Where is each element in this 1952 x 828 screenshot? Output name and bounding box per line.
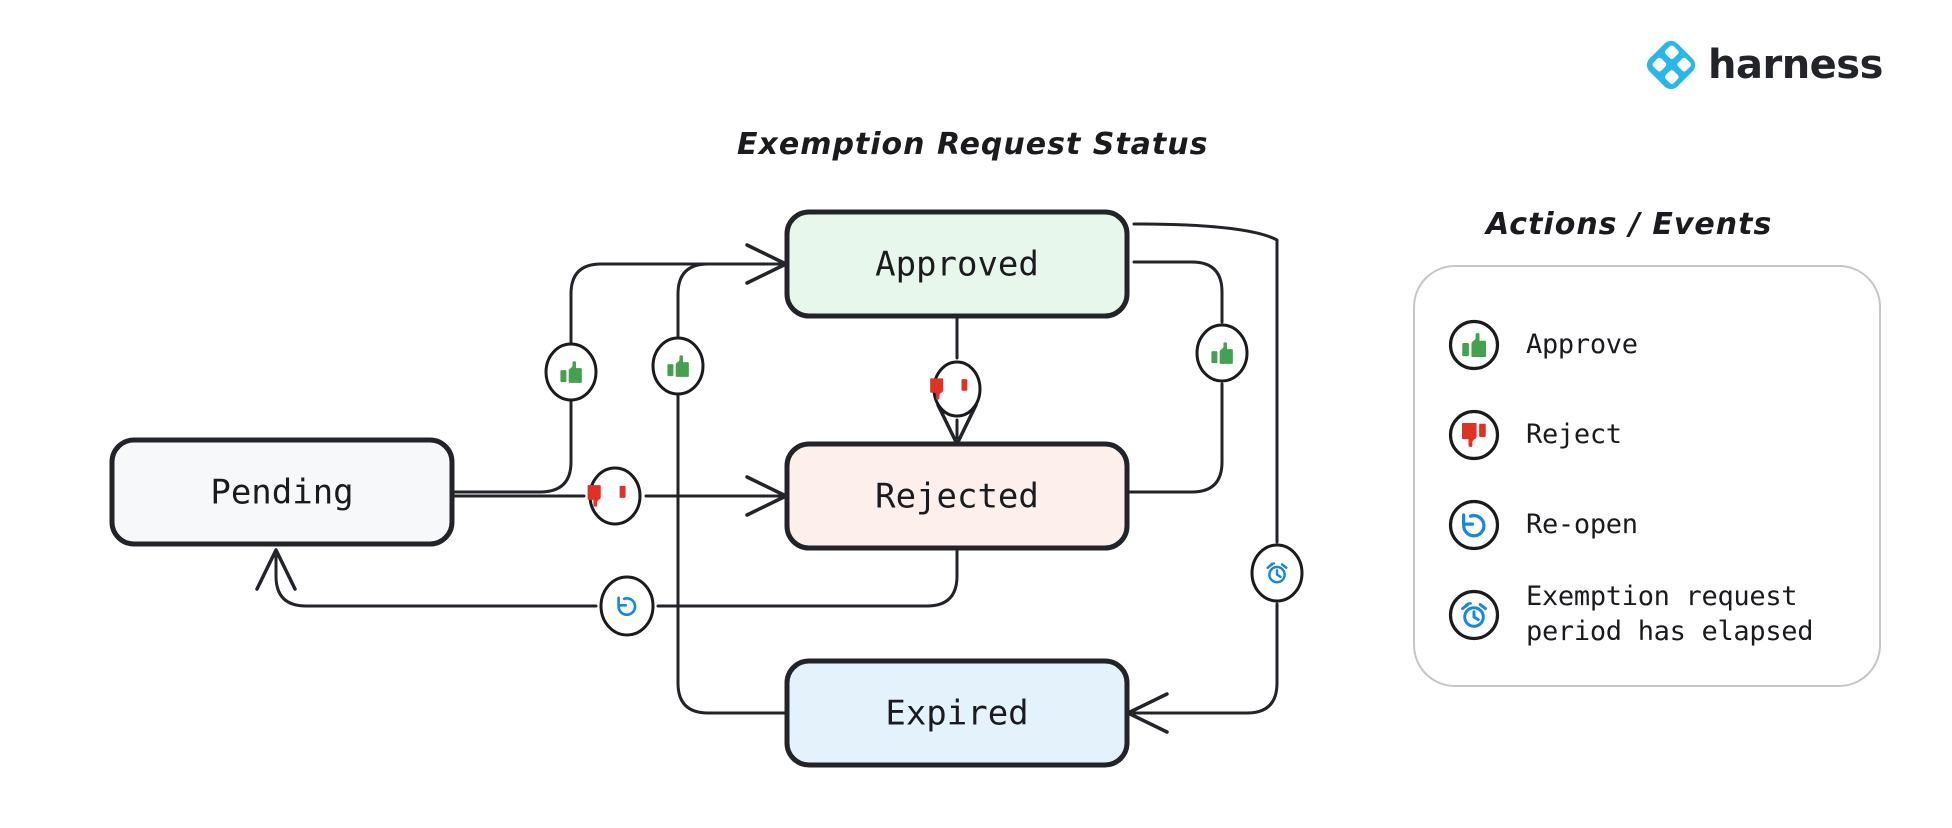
legend-items: Approve Reject xyxy=(1448,310,1878,650)
state-node-approved[interactable]: Approved xyxy=(784,209,1130,319)
edge-badge-rejected-pending[interactable] xyxy=(599,575,655,637)
thumbs-up-icon xyxy=(1448,319,1500,371)
state-node-rejected-label: Rejected xyxy=(875,477,1039,517)
diagram-title: Exemption Request Status xyxy=(737,127,1209,162)
legend-item-reopen: Re-open xyxy=(1448,490,1878,560)
edge-badge-rejected-approved[interactable] xyxy=(1195,323,1249,383)
edge-rejected-pending xyxy=(255,546,959,608)
legend-item-approve-label: Approve xyxy=(1526,328,1638,360)
legend-item-elapsed-label: Exemption request period has elapsed xyxy=(1526,581,1814,647)
state-diagram: Pending Approved Rejected Expired xyxy=(109,209,1304,768)
edge-badge-approved-rejected[interactable] xyxy=(930,360,982,418)
legend-item-reopen-label: Re-open xyxy=(1526,508,1638,540)
state-node-expired[interactable]: Expired xyxy=(784,658,1130,768)
thumbs-down-icon xyxy=(1448,409,1500,461)
reopen-icon xyxy=(1448,499,1500,551)
state-node-approved-label: Approved xyxy=(875,245,1039,285)
nodes-layer: Pending Approved Rejected Expired xyxy=(109,209,1130,768)
edge-badge-expired-approved[interactable] xyxy=(651,336,705,396)
legend-item-approve: Approve xyxy=(1448,310,1878,380)
edges-layer xyxy=(255,222,1279,734)
legend-item-reject: Reject xyxy=(1448,400,1878,470)
harness-diamond-logo-icon xyxy=(1646,40,1696,90)
edge-pending-approved xyxy=(450,243,788,494)
legend-item-elapsed: Exemption request period has elapsed xyxy=(1448,580,1878,650)
state-node-rejected[interactable]: Rejected xyxy=(784,441,1130,551)
state-node-pending[interactable]: Pending xyxy=(109,437,455,547)
state-node-expired-label: Expired xyxy=(885,694,1028,734)
alarm-clock-icon xyxy=(1448,589,1500,641)
harness-logo: harness xyxy=(1646,40,1883,90)
edge-expired-approved xyxy=(676,262,789,715)
state-node-pending-label: Pending xyxy=(210,473,353,513)
legend-title: Actions / Events xyxy=(1486,207,1773,242)
edge-badges-layer xyxy=(544,323,1304,637)
edge-approved-expired xyxy=(1126,222,1279,734)
edge-badge-pending-rejected[interactable] xyxy=(587,466,642,526)
edge-rejected-approved xyxy=(1125,260,1224,494)
legend-item-reject-label: Reject xyxy=(1526,418,1622,450)
edge-badge-approved-expired[interactable] xyxy=(1250,543,1304,603)
edge-badge-pending-approved[interactable] xyxy=(544,342,598,402)
harness-wordmark: harness xyxy=(1708,42,1883,88)
